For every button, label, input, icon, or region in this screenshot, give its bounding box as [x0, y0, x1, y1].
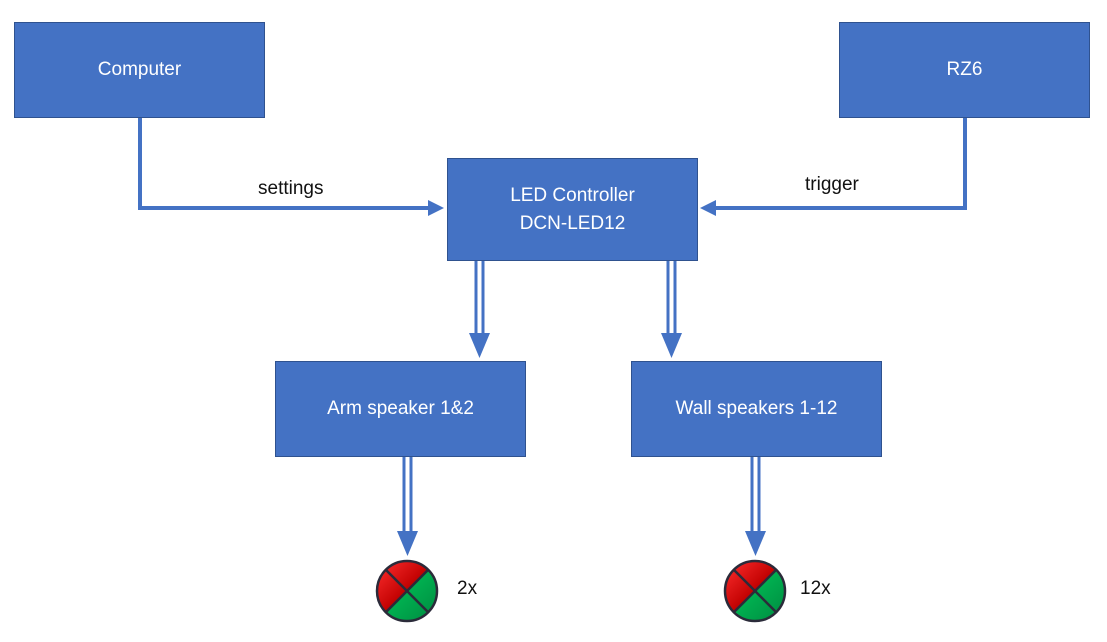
arm-arrowhead: [469, 333, 490, 358]
led-to-wall-connector: [661, 261, 682, 358]
settings-label: settings: [258, 178, 324, 199]
led-controller-box: LED Controller DCN-LED12: [447, 158, 698, 261]
arm-speaker-box: Arm speaker 1&2: [275, 361, 526, 457]
computer-box: Computer: [14, 22, 265, 118]
led-controller-title: LED Controller: [510, 184, 635, 206]
trigger-label: trigger: [805, 174, 859, 195]
trigger-connector: [700, 118, 967, 216]
rz6-box: RZ6: [839, 22, 1090, 118]
arm-led-icon: [375, 559, 439, 623]
led-to-arm-connector: [469, 261, 490, 358]
arm-speaker-label: Arm speaker 1&2: [327, 398, 474, 419]
led-controller-model: DCN-LED12: [519, 212, 626, 234]
wall-to-led-connector: [745, 457, 766, 556]
wall-arrowhead: [661, 333, 682, 358]
arm-to-led-connector: [397, 457, 418, 556]
wall-led-count: 12x: [800, 578, 831, 599]
wall-speakers-label: Wall speakers 1-12: [675, 398, 838, 419]
settings-arrowhead: [428, 200, 444, 216]
wall-speakers-box: Wall speakers 1-12: [631, 361, 882, 457]
wall-led-icon: [723, 559, 787, 623]
computer-label: Computer: [97, 59, 182, 80]
settings-connector: [138, 118, 444, 216]
trigger-arrowhead: [700, 200, 716, 216]
rz6-label: RZ6: [946, 59, 983, 80]
arm-led-count: 2x: [457, 578, 478, 599]
